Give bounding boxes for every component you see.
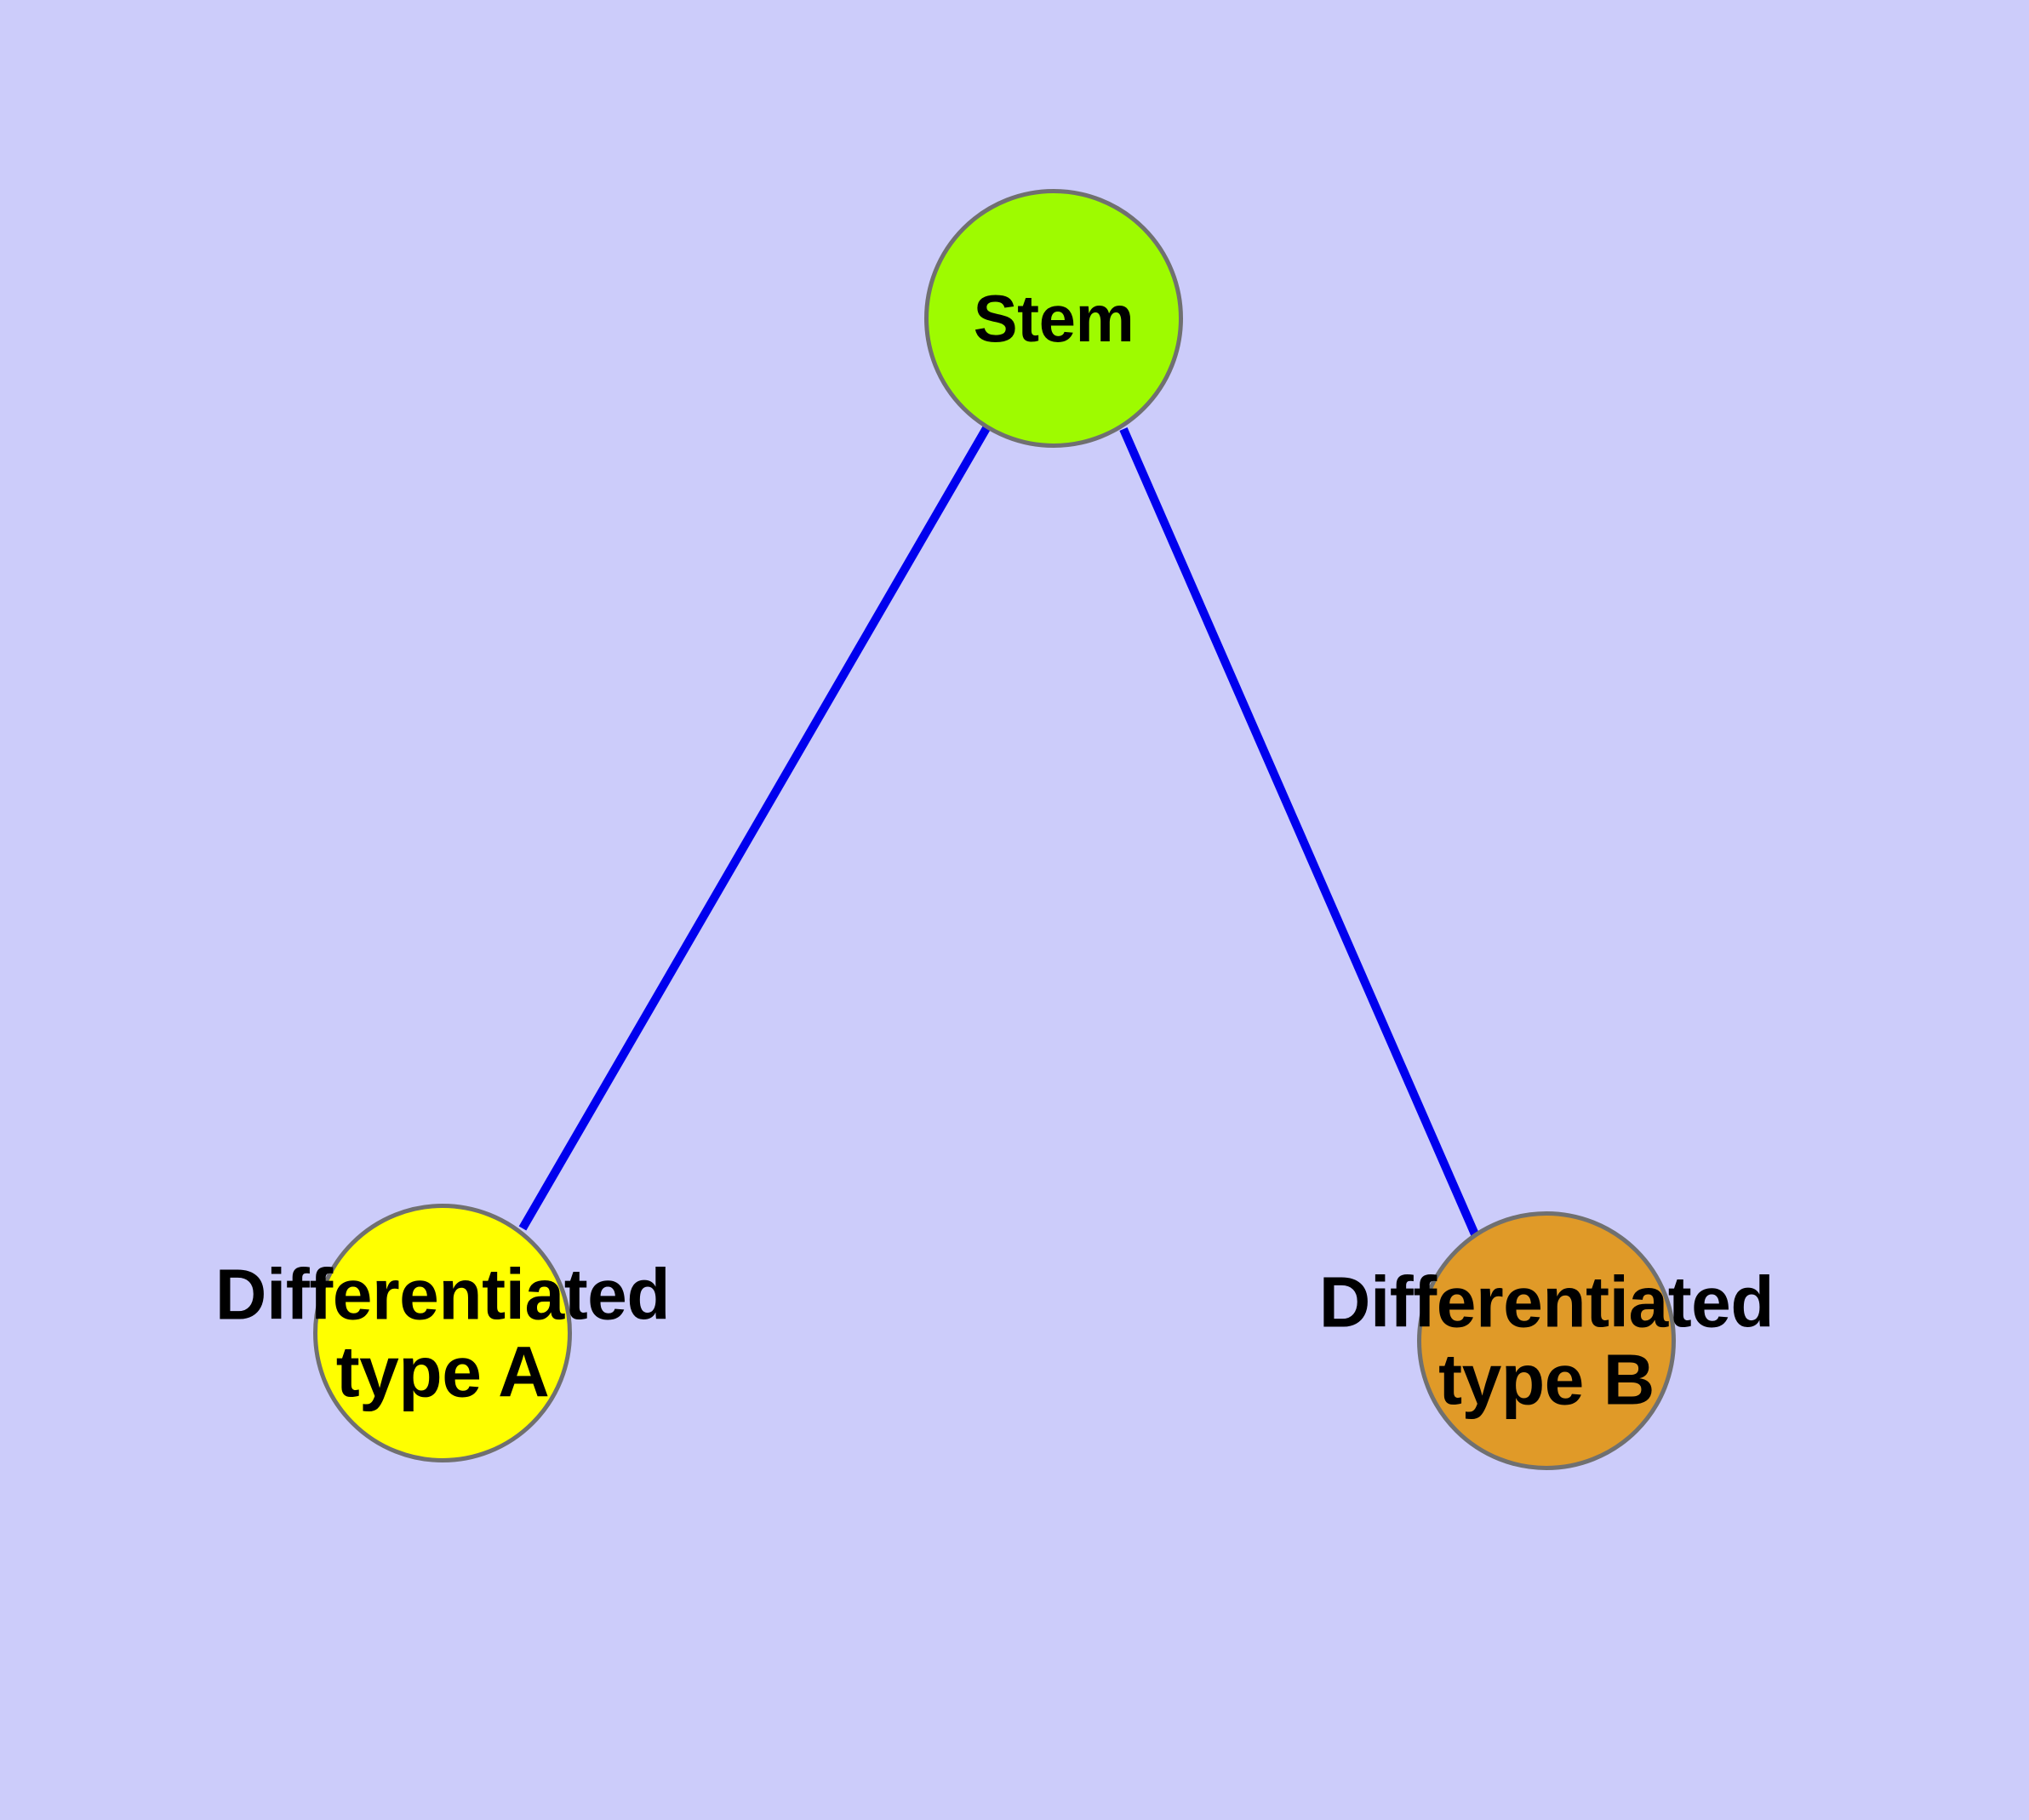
node-differentiated-type-b[interactable] (1417, 1211, 1676, 1470)
node-differentiated-type-a[interactable] (313, 1204, 572, 1462)
edge-stem-to-differentiated-a (518, 426, 991, 1231)
edge-stem-to-differentiated-b (1119, 426, 1479, 1237)
node-stem[interactable] (924, 189, 1183, 448)
